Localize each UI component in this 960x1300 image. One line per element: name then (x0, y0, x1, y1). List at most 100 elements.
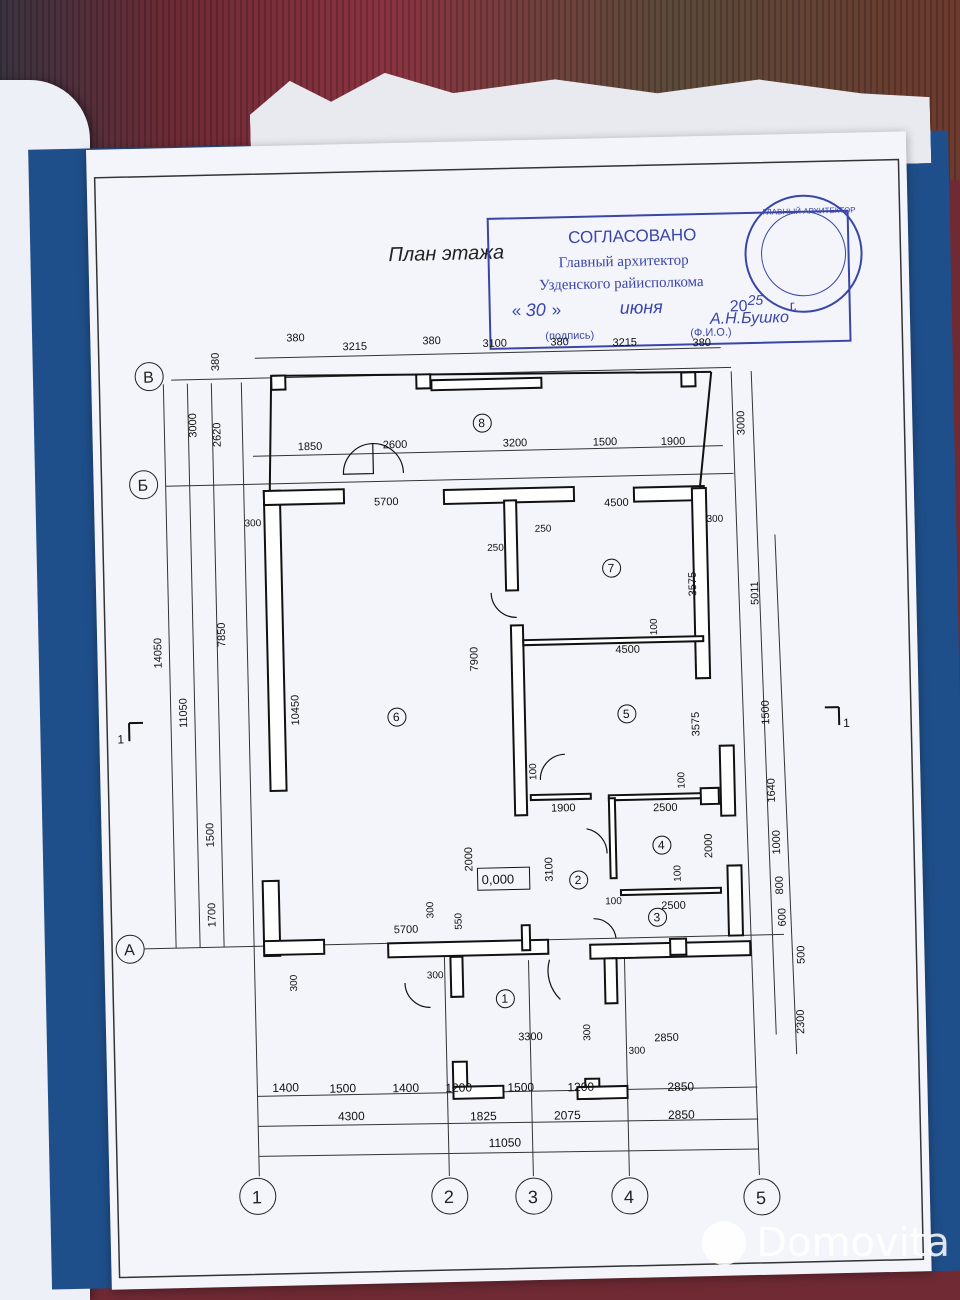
watermark-text: Domovita (756, 1220, 950, 1266)
svg-text:1640: 1640 (765, 778, 778, 803)
svg-text:10450: 10450 (289, 695, 302, 726)
thin-dimensions: 300 300 250 250 100 100 100 100 100 300 … (244, 508, 735, 1066)
svg-text:2620: 2620 (211, 422, 224, 447)
axis-2: 2 (444, 1187, 454, 1207)
svg-text:100: 100 (528, 763, 539, 780)
svg-text:2500: 2500 (653, 802, 678, 815)
stamp-quote-open: « (512, 301, 522, 320)
svg-text:500: 500 (795, 945, 807, 964)
svg-text:600: 600 (776, 908, 788, 927)
svg-text:3575: 3575 (687, 572, 700, 597)
axis-letters: В Б А (103, 362, 177, 963)
svg-text:380: 380 (286, 332, 305, 344)
svg-text:2000: 2000 (703, 833, 716, 858)
svg-text:7900: 7900 (468, 647, 481, 672)
svg-text:2000: 2000 (463, 847, 476, 872)
svg-text:1500: 1500 (507, 1080, 534, 1095)
approval-stamp: СОГЛАСОВАНО Главный архитектор Узденског… (487, 194, 863, 348)
axis-b: Б (137, 478, 148, 495)
svg-text:3000: 3000 (735, 411, 748, 436)
svg-text:2075: 2075 (554, 1108, 581, 1123)
svg-text:4500: 4500 (604, 497, 629, 510)
svg-text:1200: 1200 (567, 1080, 594, 1095)
axis-5: 5 (756, 1188, 766, 1208)
svg-text:1200: 1200 (445, 1080, 472, 1095)
level-mark: 0,000 (481, 871, 514, 887)
svg-text:100: 100 (672, 865, 683, 882)
svg-text:1850: 1850 (298, 441, 323, 454)
svg-text:100: 100 (649, 618, 660, 635)
svg-text:100: 100 (605, 896, 622, 907)
svg-text:2850: 2850 (668, 1107, 695, 1122)
svg-text:300: 300 (289, 974, 300, 991)
svg-text:100: 100 (676, 771, 687, 788)
svg-text:1700: 1700 (206, 903, 219, 928)
svg-text:380: 380 (692, 337, 711, 349)
svg-text:300: 300 (425, 901, 436, 918)
svg-text:3215: 3215 (612, 337, 637, 350)
svg-text:300: 300 (427, 970, 444, 981)
doors (343, 438, 618, 1009)
svg-text:1500: 1500 (204, 823, 217, 848)
svg-text:250: 250 (487, 543, 504, 554)
svg-text:1500: 1500 (593, 436, 618, 449)
axis-4: 4 (624, 1187, 634, 1207)
svg-text:2600: 2600 (383, 439, 408, 452)
svg-text:11050: 11050 (177, 698, 190, 728)
svg-text:550: 550 (453, 912, 464, 929)
svg-text:2850: 2850 (654, 1032, 679, 1045)
stamp-signature: А.Н.Бушко (709, 309, 789, 328)
svg-text:3575: 3575 (690, 712, 703, 737)
svg-text:1900: 1900 (661, 435, 686, 448)
watermark: Domovita (702, 1220, 950, 1266)
svg-text:1825: 1825 (470, 1109, 497, 1124)
stamp-line2: Узденского райисполкома (539, 274, 704, 294)
plan-title: План этажа (388, 242, 504, 267)
section-left: 1 (117, 732, 124, 746)
svg-text:380: 380 (550, 336, 569, 348)
axis-3: 3 (528, 1187, 538, 1207)
svg-text:2500: 2500 (661, 900, 686, 913)
axis-v: В (143, 370, 154, 387)
stamp-day: 30 (526, 300, 546, 320)
veranda-dimensions: 1850 2600 3200 1500 1900 (298, 432, 686, 456)
svg-text:1400: 1400 (392, 1081, 419, 1096)
svg-text:1000: 1000 (771, 830, 784, 855)
room-7: 7 (607, 561, 614, 575)
axis-numbers: 1 2 3 4 5 (239, 1167, 780, 1227)
room-6: 6 (393, 710, 400, 724)
svg-text:11050: 11050 (488, 1135, 521, 1150)
svg-text:3215: 3215 (342, 341, 367, 354)
room-5: 5 (623, 707, 630, 721)
svg-text:300: 300 (582, 1024, 593, 1041)
axis-a: А (124, 942, 135, 959)
svg-text:14050: 14050 (152, 638, 165, 669)
svg-text:1500: 1500 (329, 1081, 356, 1096)
svg-text:2300: 2300 (795, 1009, 808, 1034)
svg-text:4500: 4500 (615, 644, 640, 657)
svg-text:3200: 3200 (503, 437, 528, 450)
svg-text:2850: 2850 (667, 1079, 694, 1094)
room-1: 1 (501, 992, 508, 1006)
svg-text:250: 250 (535, 524, 552, 535)
svg-text:5700: 5700 (394, 924, 419, 937)
floor-plan: План этажа СОГЛАСОВАНО Главный архитекто… (86, 131, 932, 1289)
stamp-heading: СОГЛАСОВАНО (568, 225, 697, 247)
room-2: 2 (575, 873, 582, 887)
room-8: 8 (478, 416, 485, 430)
domovita-logo-icon (702, 1221, 746, 1265)
room-3: 3 (653, 910, 660, 924)
stamp-line1: Главный архитектор (559, 252, 689, 271)
svg-text:380: 380 (210, 353, 222, 372)
section-marks: 1 1 (117, 707, 850, 747)
svg-text:1400: 1400 (272, 1080, 299, 1095)
svg-text:3100: 3100 (482, 338, 507, 351)
svg-text:5011: 5011 (749, 581, 762, 605)
svg-text:1900: 1900 (551, 802, 576, 815)
svg-text:7850: 7850 (216, 622, 229, 647)
svg-text:380: 380 (422, 335, 441, 347)
interior-dimensions: 5700 4500 4500 5700 7900 10450 3575 3575… (285, 489, 719, 1052)
svg-text:300: 300 (628, 1046, 645, 1057)
svg-text:4300: 4300 (338, 1109, 365, 1124)
stamp-month: июня (619, 297, 663, 318)
